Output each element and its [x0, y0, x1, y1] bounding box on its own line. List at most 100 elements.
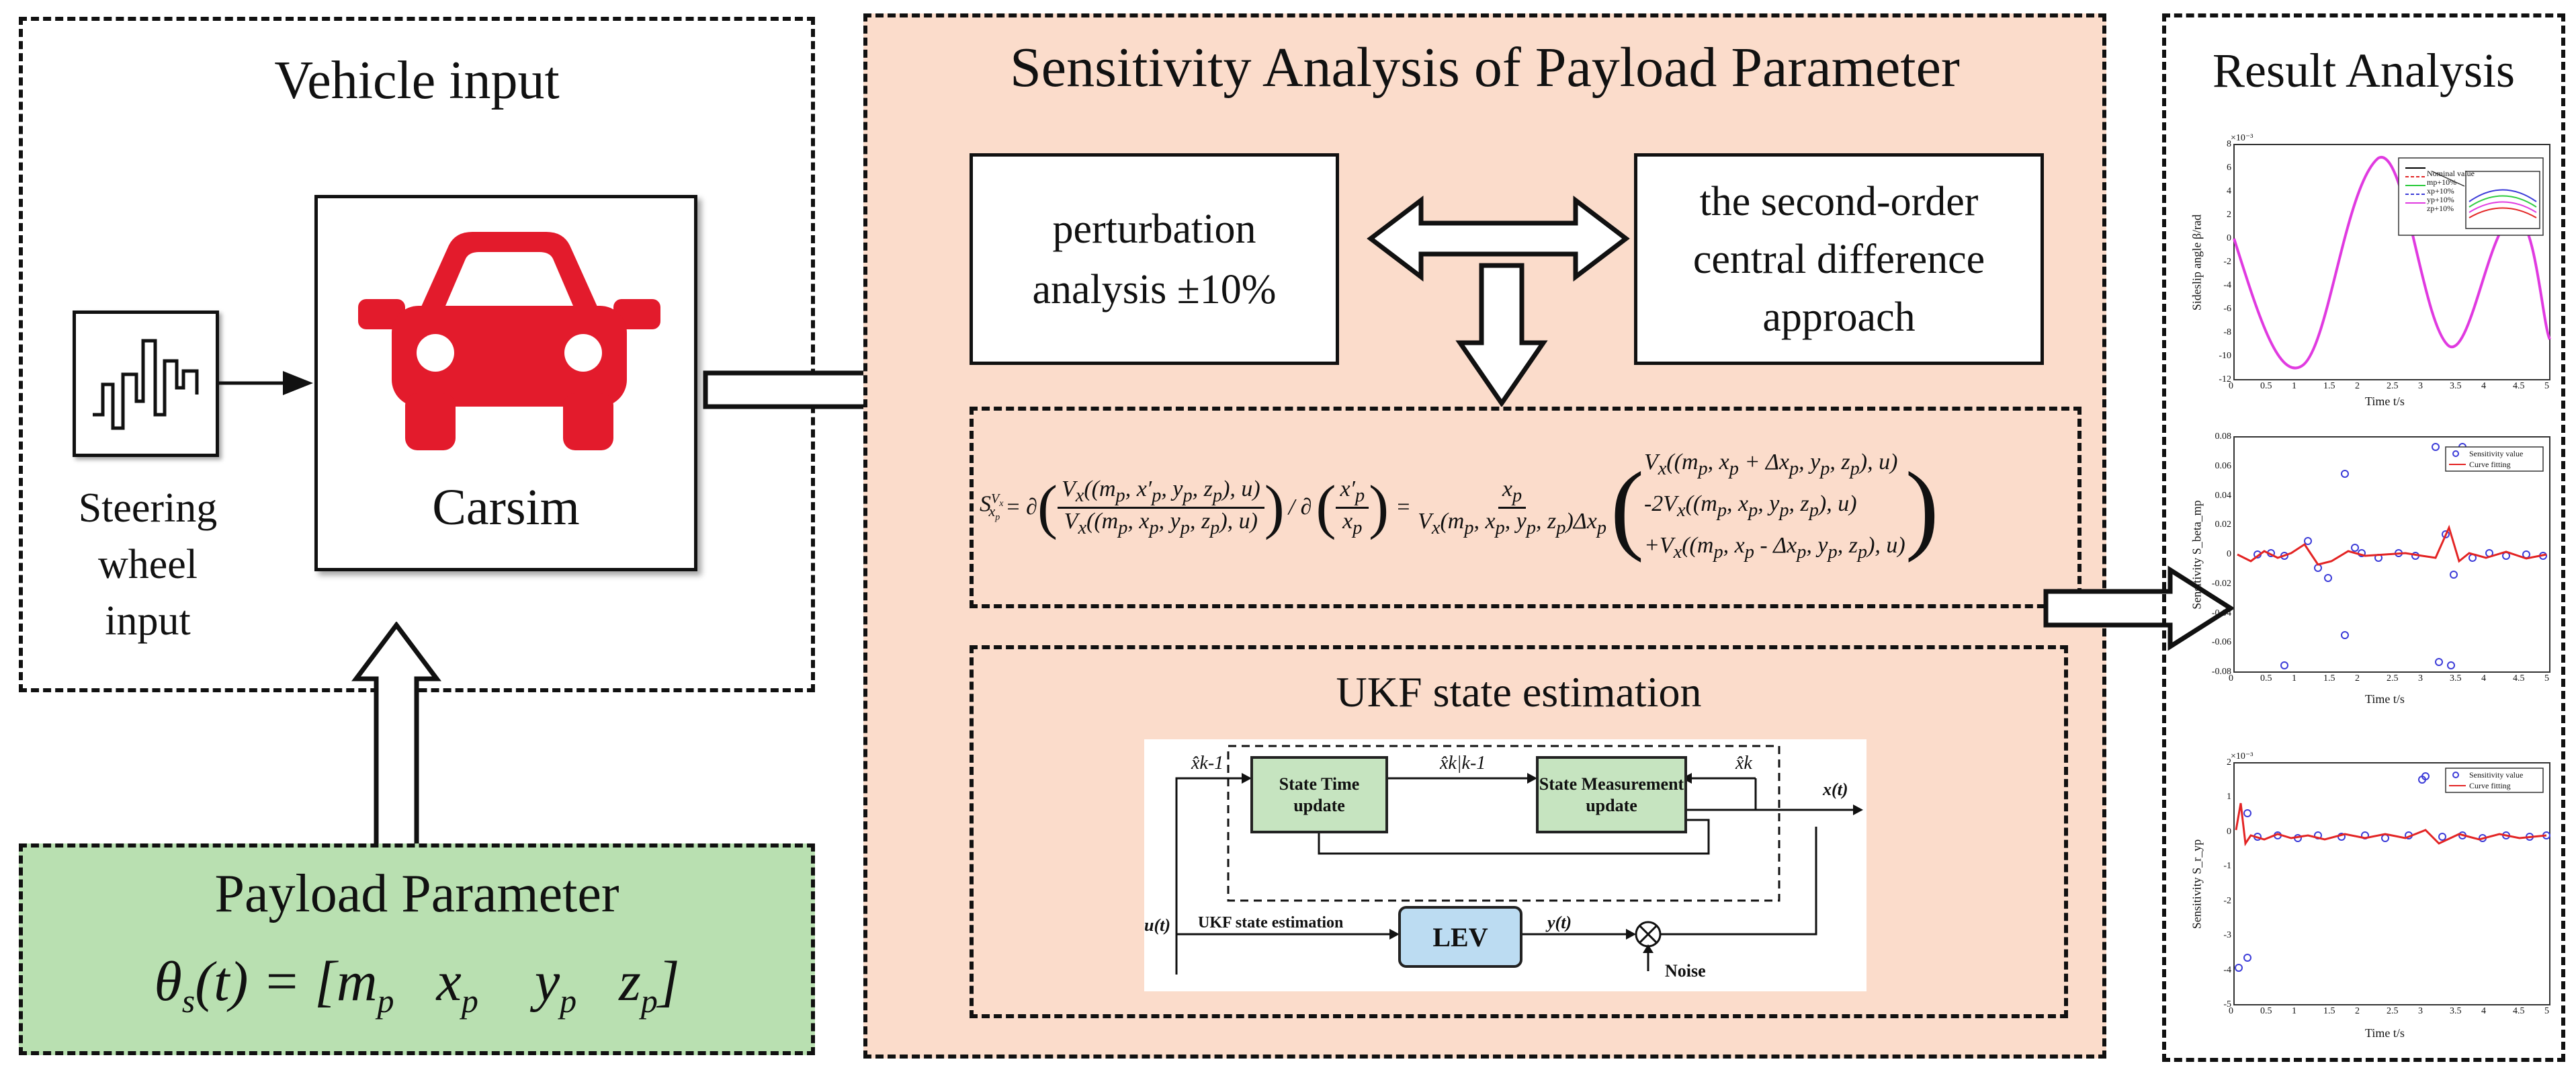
central-difference-box: the second-order central difference appr…	[1634, 153, 2044, 365]
plot2-xtick: 0.5	[2260, 673, 2272, 684]
plot3-xtick: 4	[2481, 1006, 2486, 1016]
plot3-ytick: -4	[2223, 964, 2231, 975]
plot1-xtick: 1.5	[2323, 381, 2335, 391]
plot2-xtick: 3.5	[2450, 673, 2462, 684]
plot2-ytick: 0	[2227, 549, 2231, 559]
plot1-ylabel: Sideslip angle β/rad	[2190, 214, 2204, 311]
plot1-ytick: -4	[2223, 280, 2231, 290]
plot2-ytick: 0.06	[2215, 460, 2232, 471]
plot2-xtick: 3	[2418, 673, 2423, 684]
plot2-xtick: 0	[2229, 673, 2233, 684]
plot3-xtick: 3	[2418, 1006, 2423, 1016]
ut-label: u(t)	[1144, 915, 1170, 935]
plot1-ytick: 2	[2227, 210, 2231, 220]
plot1-xtick: 4.5	[2513, 381, 2525, 391]
plot1-scale: ×10⁻³	[2231, 133, 2253, 143]
arrow-steering-to-carsim	[219, 371, 313, 395]
plot3-ylabel: Sensitivity S_r_yp	[2190, 839, 2204, 930]
plot1-xtick: 0	[2229, 381, 2233, 391]
plot3-scale: ×10⁻³	[2231, 751, 2253, 761]
xhat-kkm1-label: x̂k|k-1	[1440, 753, 1486, 774]
xt-label: x(t)	[1823, 780, 1848, 799]
plot3-ytick: -3	[2223, 930, 2231, 941]
plot3-xtick: 0	[2229, 1006, 2233, 1016]
plot2-ytick: -0.02	[2211, 578, 2231, 589]
plot2-xtick: 2	[2355, 673, 2360, 684]
perturbation-analysis-box: perturbation analysis ±10%	[970, 153, 1339, 365]
state-time-update-block: State Time update	[1250, 756, 1388, 833]
plot2-xtick: 1.5	[2323, 673, 2335, 684]
carsim-block: Carsim	[314, 195, 697, 571]
plot1-legend-1: Nominal value	[2427, 169, 2475, 178]
plot2-ytick: -0.08	[2211, 667, 2231, 677]
xhat-km1-label: x̂k-1	[1191, 753, 1224, 774]
state-measurement-update-block: State Measurement update	[1536, 756, 1687, 833]
arrow-sensitivity-to-result	[2043, 565, 2235, 651]
plot1-legend-4: yp+10%	[2427, 195, 2454, 204]
arrow-down-to-formula	[1455, 263, 1548, 407]
plot1-ytick: 0	[2227, 233, 2231, 243]
ukf-diagram: State Time update State Measurement upda…	[1144, 739, 1866, 991]
plot3-xtick: 2.5	[2387, 1006, 2399, 1016]
plot2-ytick: -0.06	[2211, 637, 2231, 648]
plot1-ytick: 8	[2227, 139, 2231, 149]
plot-sideslip-svg	[2233, 144, 2551, 380]
plot3-xtick: 4.5	[2513, 1006, 2525, 1016]
plot2-xtick: 2.5	[2387, 673, 2399, 684]
plot3-xtick: 3.5	[2450, 1006, 2462, 1016]
ukf-panel	[970, 645, 2068, 1018]
plot3-legend-2: Curve fitting	[2469, 781, 2511, 790]
double-arrow	[1367, 195, 1630, 282]
plot2-xtick: 5	[2544, 673, 2549, 684]
plot3-xtick: 1.5	[2323, 1006, 2335, 1016]
plot3-xtick: 1	[2292, 1006, 2296, 1016]
steering-wheel-input-label: Steering wheel input	[78, 485, 218, 644]
step-signal-icon	[93, 339, 199, 430]
central-difference-label: the second-order central difference appr…	[1692, 178, 1985, 340]
plot1-xtick: 4	[2481, 381, 2486, 391]
plot2-ytick: -0.04	[2211, 608, 2231, 618]
plot1-legend-3: xp+10%	[2427, 186, 2454, 196]
plot-sensitivity-r: Sensitivity value Curve fitting Sensitiv…	[2184, 751, 2560, 1052]
plot1-xtick: 0.5	[2260, 381, 2272, 391]
plot3-ytick: -2	[2223, 895, 2231, 906]
plot2-xtick: 4.5	[2513, 673, 2525, 684]
payload-formula: θs(t) = [mp xp yp zp]	[154, 950, 680, 1020]
plot3-ytick: -5	[2223, 999, 2231, 1009]
sensitivity-title: Sensitivity Analysis of Payload Paramete…	[1010, 36, 1960, 99]
plot-sensitivity-beta: Sensitivity value Curve fitting Sensitiv…	[2184, 433, 2560, 716]
plot2-ylabel: Sensitivity S_beta_mp	[2190, 500, 2204, 610]
vehicle-input-title: Vehicle input	[274, 50, 560, 110]
ukf-inner-label: UKF state estimation	[1198, 914, 1344, 932]
plot2-ytick: 0.08	[2215, 431, 2232, 442]
plot1-ytick: 4	[2227, 186, 2231, 196]
ukf-title: UKF state estimation	[1336, 668, 1702, 716]
plot1-xtick: 2	[2355, 381, 2360, 391]
plot-beta-svg	[2233, 436, 2550, 673]
plot3-ytick: 0	[2227, 826, 2231, 837]
payload-title: Payload Parameter	[214, 864, 619, 923]
plot1-xlabel: Time t/s	[2365, 395, 2405, 408]
sensitivity-formula: SVxxp = ∂ ( Vx((mp, x′p, yp, zp), u)Vx((…	[980, 450, 1939, 563]
plot1-ytick: -10	[2219, 351, 2231, 361]
plot1-legend-5: zp+10%	[2427, 204, 2454, 213]
steering-signal-block	[73, 311, 219, 457]
plot-sideslip: Nominal value mp+10% xp+10% yp+10% zp+10…	[2184, 133, 2560, 410]
plot1-xtick: 3	[2418, 381, 2423, 391]
plot1-ytick: -6	[2223, 304, 2231, 314]
perturbation-label: perturbation analysis ±10%	[1032, 206, 1277, 313]
arrow-payload-to-carsim	[351, 622, 441, 853]
plot1-xtick: 5	[2544, 381, 2549, 391]
plot1-xtick: 1	[2292, 381, 2296, 391]
plot1-ytick: 6	[2227, 163, 2231, 173]
plot3-xtick: 0.5	[2260, 1006, 2272, 1016]
plot1-ytick: -2	[2223, 257, 2231, 267]
lev-block: LEV	[1398, 906, 1522, 968]
plot1-ytick: -12	[2219, 374, 2231, 384]
yt-label: y(t)	[1547, 913, 1572, 932]
plot2-legend-1: Sensitivity value	[2469, 449, 2524, 458]
plot3-xlabel: Time t/s	[2365, 1026, 2405, 1040]
plot1-ytick: -8	[2223, 327, 2231, 337]
plot3-ytick: 1	[2227, 792, 2231, 802]
result-panel	[2162, 13, 2565, 1062]
